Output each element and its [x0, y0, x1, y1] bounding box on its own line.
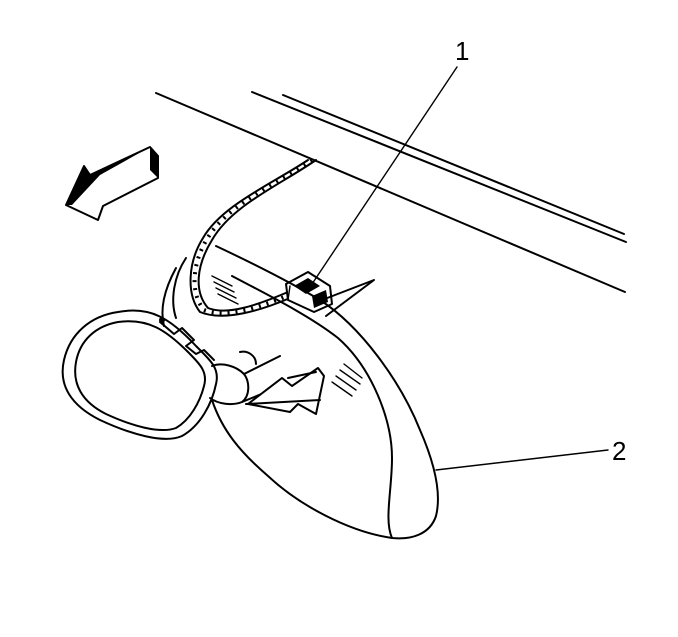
headliner-trim — [161, 257, 187, 327]
lower-vent-slots — [331, 363, 363, 397]
mirror-housing — [211, 245, 439, 540]
windshield-edge-lines — [155, 91, 627, 293]
forward-direction-arrow — [65, 146, 159, 221]
upper-vent-slots — [211, 275, 239, 305]
leader-line-1 — [311, 66, 458, 285]
callout-number-1: 1 — [455, 36, 469, 66]
callout-number-2: 2 — [612, 436, 626, 466]
leader-line-2 — [435, 449, 609, 471]
stem-removal-arrow — [245, 367, 325, 415]
wiring-harness — [189, 158, 317, 317]
mirror-glass — [61, 309, 218, 440]
callout-2: 2 — [435, 436, 626, 471]
electrical-connector — [285, 271, 333, 313]
callout-1: 1 — [311, 36, 469, 285]
connector-removal-arrow — [321, 279, 375, 317]
